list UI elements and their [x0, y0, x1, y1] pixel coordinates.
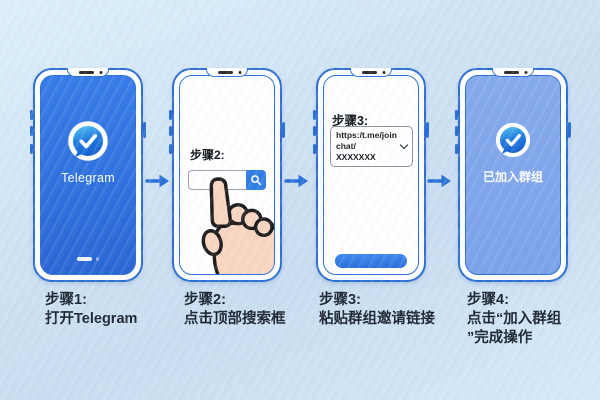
- joined-group-label: 已加入群组: [482, 170, 543, 184]
- invite-link-text: https:/t.me/joinchat/ XXXXXXX: [336, 130, 399, 163]
- caption-step-3: 步骤3: 粘贴群组邀请链接: [319, 291, 435, 329]
- power-button: [282, 122, 285, 138]
- volume-button: [313, 110, 316, 120]
- search-button[interactable]: [246, 170, 266, 190]
- volume-button: [30, 126, 33, 136]
- on-screen-step-label: 步骤3:: [332, 114, 369, 128]
- mute-switch: [30, 144, 33, 154]
- invite-link-screen: 步骤3: https:/t.me/joinchat/ XXXXXXX: [323, 75, 419, 275]
- pointing-hand-icon: [201, 177, 274, 274]
- caption-line: 步骤4:: [467, 292, 509, 308]
- power-button: [143, 122, 146, 138]
- right-arrow-icon: [284, 174, 308, 188]
- caption-line: 点击顶部搜索框: [184, 311, 286, 327]
- invite-link-line-1: https:/t.me/joinchat/: [336, 130, 397, 151]
- right-arrow-icon: [427, 174, 451, 188]
- power-button: [426, 122, 429, 138]
- joined-screen: 已加入群组: [465, 75, 561, 275]
- volume-button: [455, 110, 458, 120]
- camera-dot: [524, 71, 528, 74]
- phone-step-1: Telegram: [30, 68, 146, 282]
- join-group-button[interactable]: [335, 254, 407, 268]
- phone-step-2: 步骤2:: [169, 68, 285, 282]
- caption-line: 粘贴群组邀请链接: [319, 311, 435, 327]
- volume-button: [313, 126, 316, 136]
- caption-line: 步骤2:: [184, 292, 226, 308]
- mute-switch: [313, 144, 316, 154]
- magnifier-icon: [251, 175, 262, 186]
- caption-line: 打开Telegram: [45, 311, 138, 327]
- inactive-page-dot: [95, 257, 100, 261]
- speaker-slot: [218, 71, 233, 74]
- telegram-check-bubble-icon: [68, 121, 108, 161]
- power-button: [568, 122, 571, 138]
- on-screen-step-label: 步骤2:: [190, 148, 225, 162]
- volume-button: [169, 126, 172, 136]
- right-arrow-icon: [145, 174, 169, 188]
- caption-step-2: 步骤2: 点击顶部搜索框: [184, 291, 286, 329]
- app-name-label: Telegram: [61, 171, 115, 185]
- volume-button: [169, 110, 172, 120]
- caption-step-4: 步骤4: 点击“加入群组 ”完成操作: [467, 291, 561, 348]
- caption-step-1: 步骤1: 打开Telegram: [45, 291, 137, 329]
- camera-dot: [238, 71, 242, 74]
- splash-screen: Telegram: [40, 75, 136, 275]
- invite-link-line-2: XXXXXXX: [336, 152, 376, 162]
- volume-button: [30, 110, 33, 120]
- volume-button: [455, 126, 458, 136]
- phone-step-3: 步骤3: https:/t.me/joinchat/ XXXXXXX: [313, 68, 429, 282]
- camera-dot: [99, 71, 103, 74]
- mute-switch: [455, 144, 458, 154]
- camera-dot: [382, 71, 386, 74]
- caption-line: 步骤1:: [45, 292, 87, 308]
- caption-line: 步骤3:: [319, 292, 361, 308]
- page-indicator-dots: [41, 257, 135, 261]
- telegram-check-bubble-icon: [495, 122, 531, 158]
- caption-line: ”完成操作: [467, 330, 533, 346]
- speaker-slot: [362, 71, 377, 74]
- speaker-slot: [504, 71, 519, 74]
- speaker-slot: [79, 71, 94, 74]
- active-page-pill: [76, 257, 92, 261]
- phone-step-4: 已加入群组: [455, 68, 571, 282]
- search-screen: 步骤2:: [179, 75, 275, 275]
- chevron-down-icon[interactable]: [399, 143, 409, 151]
- caption-line: 点击“加入群组: [467, 311, 562, 327]
- mute-switch: [169, 144, 172, 154]
- invite-link-field[interactable]: https:/t.me/joinchat/ XXXXXXX: [330, 126, 413, 167]
